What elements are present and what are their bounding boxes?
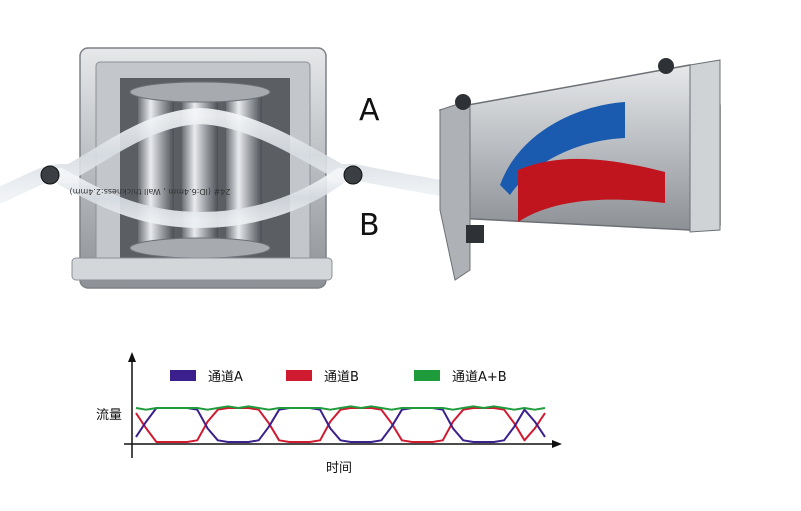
label-b: B [359,208,380,243]
legend-swatch [414,369,440,381]
series-line-channel-a [135,407,546,443]
legend-label: 通道A [208,369,243,385]
tube-print-text: 24# (ID:6.4mm , Wall thickness:2.4mm) [70,187,231,196]
knob [658,58,674,74]
fitting [343,165,363,185]
series-line-channel-ab [135,405,546,411]
x-axis-label: 时间 [326,461,353,476]
pump-head-illustration: 24# (ID:6.4mm , Wall thickness:2.4mm) A … [0,47,721,289]
roller [182,90,218,250]
y-axis-label: 流量 [96,408,123,423]
x-axis-arrow [552,440,562,448]
fitting [40,165,60,185]
series-line-channel-b [135,407,546,443]
knob [455,94,471,110]
label-a: A [359,93,380,128]
legend-label: 通道A+B [452,369,507,385]
legend-item-channel-a: 通道A [170,367,243,385]
right-pump-head [439,58,721,281]
chart-plot [124,352,562,458]
legend-swatch [286,369,312,381]
legend-swatch [170,369,196,381]
pump-head-drawing: 24# (ID:6.4mm , Wall thickness:2.4mm) [0,47,721,289]
flow-chart: 通道A 通道B 通道A+B 流量 时间 [0,340,801,511]
legend-item-channel-ab: 通道A+B [414,367,507,385]
cam-segment-red [518,158,665,222]
latch [466,225,484,243]
y-axis-arrow [128,352,136,362]
legend-label: 通道B [324,369,359,385]
legend-item-channel-b: 通道B [286,367,359,385]
left-pump-head: 24# (ID:6.4mm , Wall thickness:2.4mm) [0,47,448,289]
tube [52,168,348,229]
